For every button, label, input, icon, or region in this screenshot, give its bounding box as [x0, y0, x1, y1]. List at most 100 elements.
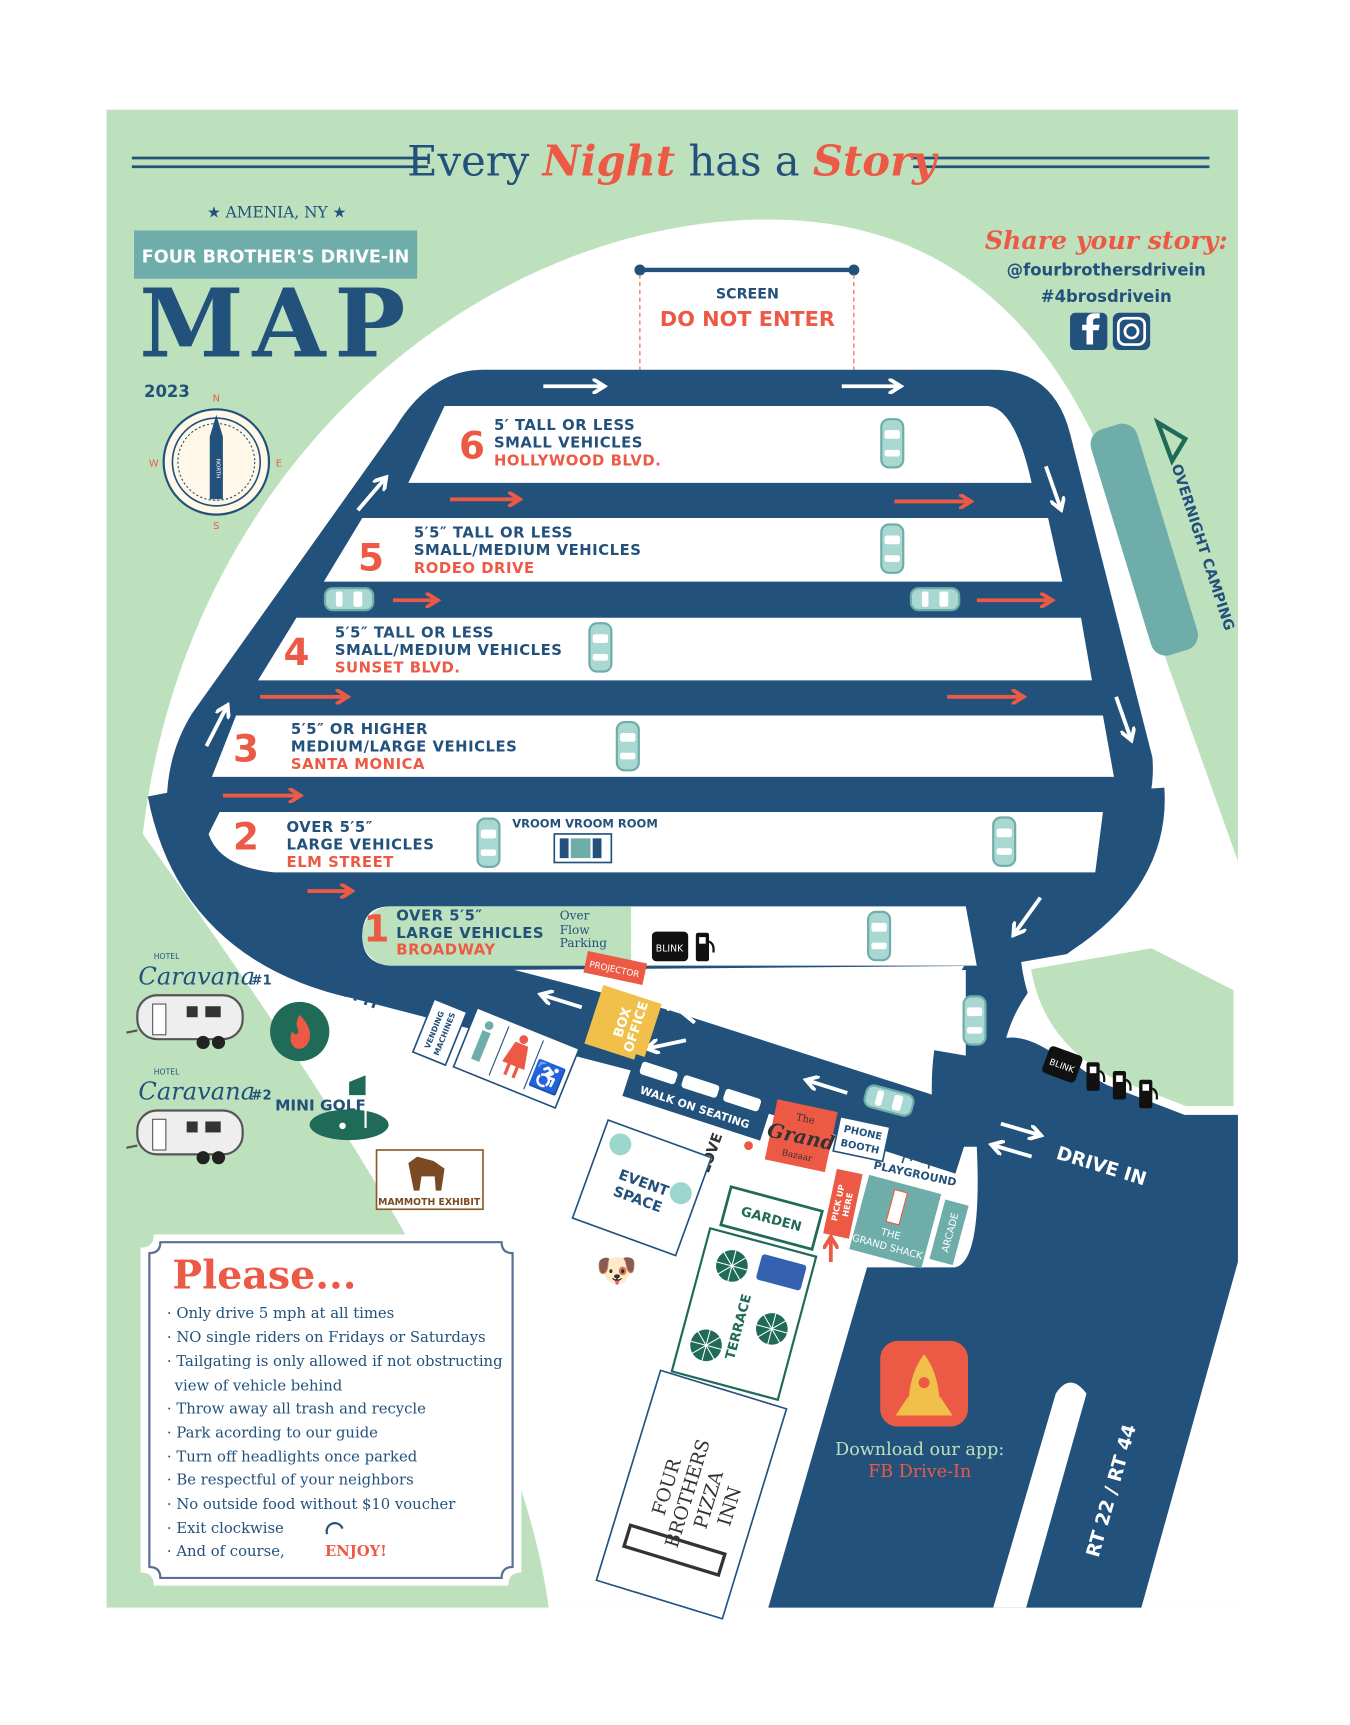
clockwise-icon	[325, 1522, 344, 1535]
garden[interactable]: GARDEN	[719, 1185, 824, 1252]
svg-text:5: 5	[358, 536, 384, 580]
compass-icon: N E S W NORTH	[149, 394, 282, 532]
svg-text:RODEO DRIVE: RODEO DRIVE	[414, 560, 535, 577]
header-rules	[131, 156, 1210, 169]
car-icon	[476, 817, 501, 868]
svg-text:· NO single riders on Fridays: · NO single riders on Fridays or Saturda…	[167, 1329, 486, 1346]
box-office[interactable]: BOX OFFICE	[584, 985, 662, 1063]
lane-1[interactable]: 1 OVER 5′5″ LARGE VEHICLES BROADWAY	[364, 907, 545, 959]
terrace[interactable]: TERRACE	[670, 1226, 818, 1402]
lane-3[interactable]: 3 5′5″ OR HIGHER MEDIUM/LARGE VEHICLES S…	[233, 721, 517, 773]
svg-text:SMALL VEHICLES: SMALL VEHICLES	[494, 435, 643, 452]
lane-divider	[993, 1382, 1087, 1608]
phone-booth[interactable]: PHONE BOOTH	[832, 1115, 891, 1163]
svg-text:· Tailgating is only allowed i: · Tailgating is only allowed if not obst…	[167, 1353, 503, 1370]
svg-text:2: 2	[233, 814, 259, 858]
hotel-caravana-1[interactable]: HOTEL Caravana #1	[126, 952, 272, 1051]
lane-5[interactable]: 5 5′5″ TALL OR LESS SMALL/MEDIUM VEHICLE…	[358, 525, 641, 580]
swing-icon	[901, 1135, 934, 1169]
arcade[interactable]: ARCADE	[929, 1199, 969, 1266]
app-icon[interactable]	[880, 1340, 968, 1427]
grand-bazaar[interactable]: The Grand Bazaar	[761, 1099, 841, 1173]
car-icon	[588, 622, 613, 673]
rules-title: Please...	[172, 1252, 356, 1298]
blink-charger-right: BLINK	[1042, 1046, 1083, 1083]
app-download-label: Download our app:	[835, 1440, 1004, 1460]
svg-text:HOLLYWOOD BLVD.: HOLLYWOOD BLVD.	[494, 452, 661, 469]
tent-icon	[1153, 417, 1189, 466]
facebook-icon[interactable]	[1070, 312, 1108, 351]
hashtag[interactable]: #4brosdrivein	[1041, 287, 1172, 306]
svg-text:Parking: Parking	[560, 936, 607, 950]
svg-text:view of vehicle behind: view of vehicle behind	[174, 1377, 343, 1394]
vroom-vroom-room-label: VROOM VROOM ROOM	[512, 816, 658, 830]
svg-text:3: 3	[233, 727, 259, 771]
svg-text:· Park acording to our guide: · Park acording to our guide	[167, 1425, 378, 1442]
svg-text:5′5″ TALL OR LESS: 5′5″ TALL OR LESS	[335, 625, 494, 642]
pickup-here[interactable]: PICK UP HERE	[823, 1168, 863, 1239]
vending-machines[interactable]: VENDING MACHINES	[411, 997, 468, 1067]
restrooms[interactable]: ♿	[452, 1006, 581, 1110]
car-icon	[880, 418, 905, 469]
overflow-parking-area	[362, 906, 632, 966]
light-icon	[744, 1141, 753, 1150]
screen-label: SCREEN	[716, 286, 779, 302]
arrow-left-icon	[650, 1038, 687, 1048]
page-title: Every Night has a Story	[407, 137, 939, 186]
svg-text:Flow: Flow	[560, 923, 590, 937]
blink-charger	[651, 931, 689, 962]
svg-text:W: W	[149, 458, 159, 469]
svg-text:THE: THE	[879, 1227, 902, 1243]
instagram-handle[interactable]: @fourbrothersdrivein	[1007, 260, 1206, 279]
mens-restroom-icon	[471, 1021, 494, 1062]
svg-text:MEDIUM/LARGE VEHICLES: MEDIUM/LARGE VEHICLES	[291, 739, 517, 756]
svg-text:5′5″ OR HIGHER: 5′5″ OR HIGHER	[291, 721, 428, 738]
event-space[interactable]: EVENT SPACE	[571, 1119, 713, 1257]
do-not-enter: DO NOT ENTER	[660, 307, 835, 331]
blink-label: BLINK	[656, 943, 684, 954]
column-icon	[621, 1523, 727, 1578]
rules-box	[140, 1234, 522, 1586]
row-6	[408, 406, 1032, 483]
svg-text:· And of course,: · And of course,	[167, 1543, 285, 1560]
white-wedge	[664, 970, 966, 1056]
four-brothers-pizza-inn[interactable]: FOUR BROTHERS PIZZA INN	[595, 1369, 788, 1620]
car-icon	[992, 816, 1017, 867]
car-icon	[909, 587, 961, 612]
traffic-arrows	[204, 386, 1130, 1262]
mammoth-exhibit[interactable]: MAMMOTH EXHIBIT	[375, 1149, 484, 1211]
hotel-caravana-2[interactable]: HOTEL Caravana #2	[126, 1067, 272, 1166]
arrow-down-icon	[1044, 465, 1060, 507]
overflow-parking-label: Over Flow Parking	[560, 909, 607, 950]
lane-4[interactable]: 4 5′5″ TALL OR LESS SMALL/MEDIUM VEHICLE…	[283, 625, 562, 677]
svg-text:ELM STREET: ELM STREET	[287, 854, 395, 871]
svg-text:1: 1	[364, 907, 390, 951]
golf-flag-icon	[309, 1075, 389, 1141]
svg-text:· Only drive 5 mph at all time: · Only drive 5 mph at all times	[167, 1305, 394, 1322]
svg-text:LARGE VEHICLES: LARGE VEHICLES	[396, 925, 544, 942]
lane-6[interactable]: 6 5′ TALL OR LESS SMALL VEHICLES HOLLYWO…	[459, 417, 661, 469]
screen	[634, 264, 860, 370]
arrow-left-icon	[666, 1000, 696, 1025]
app-name[interactable]: FB Drive-In	[868, 1462, 971, 1482]
svg-text:ENJOY!: ENJOY!	[325, 1543, 387, 1560]
balloon-icon	[609, 1133, 632, 1156]
svg-text:SANTA MONICA: SANTA MONICA	[291, 756, 425, 773]
svg-text:Caravana: Caravana	[138, 962, 255, 990]
svg-text:#1: #1	[251, 973, 271, 988]
car-icon	[615, 720, 640, 772]
map-heading: MAP	[139, 269, 414, 380]
svg-text:Over: Over	[560, 909, 590, 923]
instagram-icon[interactable]	[1112, 312, 1151, 351]
svg-text:#2: #2	[251, 1089, 271, 1104]
lane-2[interactable]: 2 OVER 5′5″ LARGE VEHICLES ELM STREET	[233, 814, 434, 871]
arrow-left-icon	[543, 995, 583, 1010]
banner-text: FOUR BROTHER'S DRIVE-IN	[142, 247, 410, 267]
arrow-down-icon	[1114, 696, 1130, 738]
svg-text:NORTH: NORTH	[214, 459, 220, 478]
svg-text:SMALL/MEDIUM VEHICLES: SMALL/MEDIUM VEHICLES	[335, 642, 563, 659]
svg-text:6: 6	[459, 424, 485, 468]
row-2	[208, 812, 1103, 873]
svg-text:S: S	[213, 521, 219, 532]
svg-text:· Be respectful of your neighb: · Be respectful of your neighbors	[167, 1472, 414, 1489]
